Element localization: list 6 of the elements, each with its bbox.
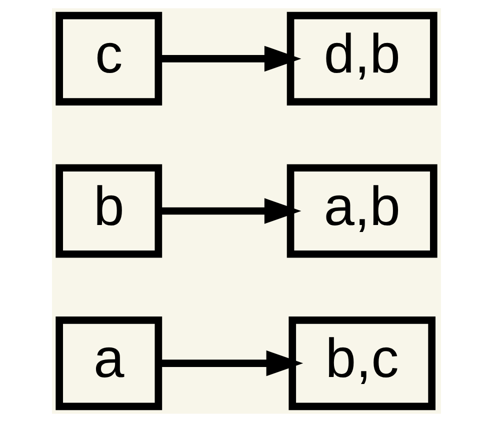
node-box: b,c: [288, 316, 436, 410]
node-box: b: [56, 164, 162, 258]
node-box: d,b: [286, 12, 438, 106]
node-box: c: [56, 12, 162, 106]
node-box: a,b: [286, 164, 438, 258]
node-box: a: [56, 316, 162, 410]
